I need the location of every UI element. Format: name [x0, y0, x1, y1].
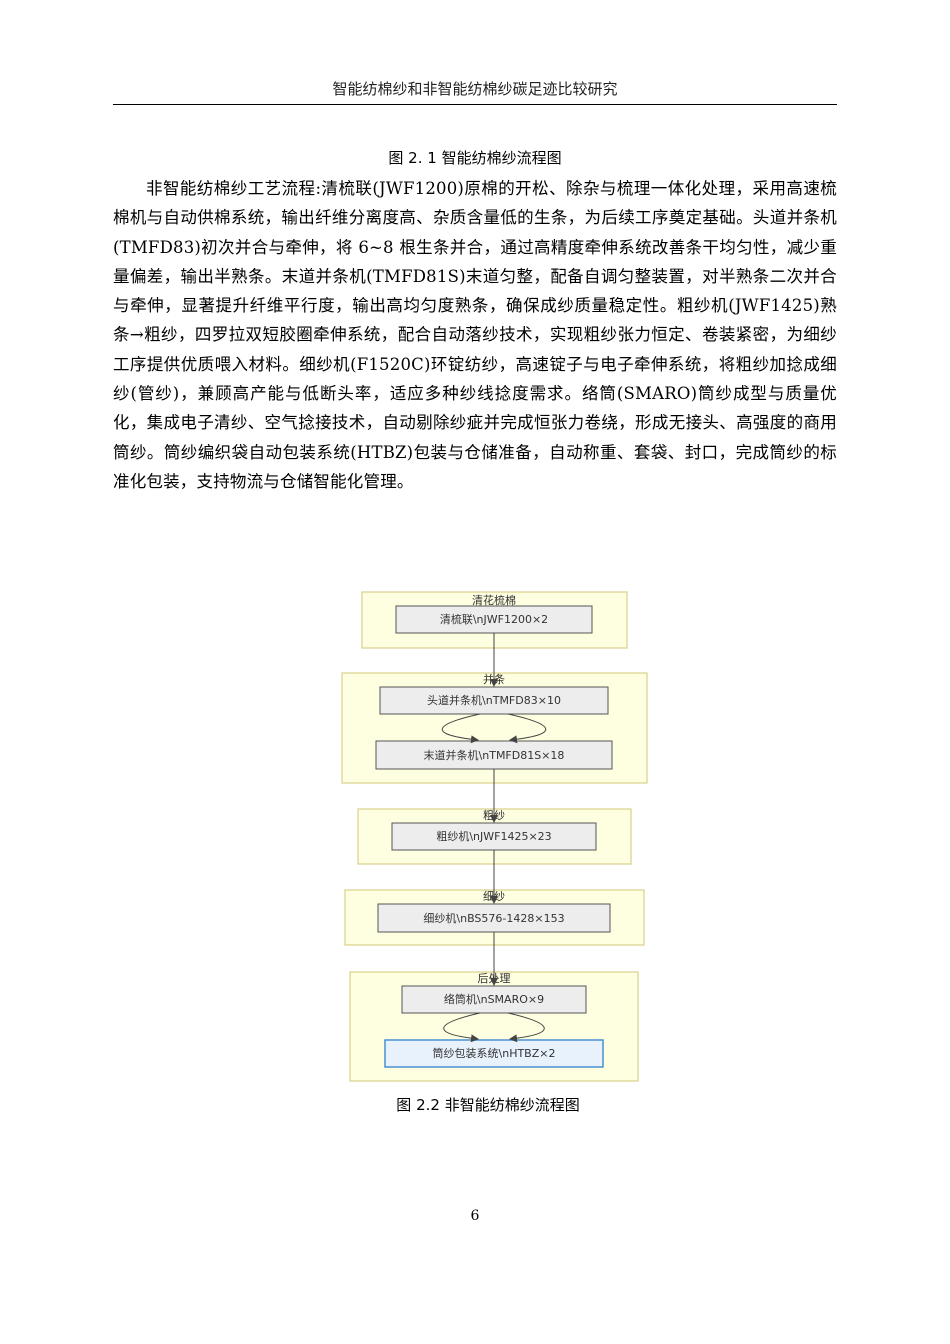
connector-arrow	[507, 713, 547, 744]
flow-node	[391, 822, 597, 851]
figure-2-1-caption: 图 2. 1 智能纺棉纱流程图	[388, 149, 562, 167]
flow-node-label: 络筒机\nSMARO×9	[444, 992, 544, 1006]
connector-arrow	[507, 1012, 545, 1043]
flow-node	[401, 985, 587, 1014]
flow-node-label: 末道并条机\nTMFD81S×18	[424, 748, 565, 762]
flow-node-label: 粗纱机\nJWF1425×23	[436, 829, 551, 843]
connector-arrow	[443, 1012, 481, 1043]
flow-node-label: 头道并条机\nTMFD83×10	[427, 693, 561, 707]
page-number: 6	[470, 1208, 480, 1224]
flow-node-label: 筒纱包装系统\nHTBZ×2	[433, 1046, 556, 1060]
connector-arrow	[441, 713, 481, 744]
header-rule	[113, 104, 837, 105]
flow-node-label: 细纱机\nBS576-1428×153	[423, 911, 564, 925]
figure-2-2-caption: 图 2.2 非智能纺棉纱流程图	[396, 1096, 580, 1114]
body-paragraph: 非智能纺棉纱工艺流程:清梳联(JWF1200)原棉的开松、除杂与梳理一体化处理，…	[113, 179, 837, 491]
flow-node	[377, 903, 611, 933]
running-header: 智能纺棉纱和非智能纺棉纱碳足迹比较研究	[332, 80, 618, 98]
flow-node-label: 清梳联\nJWF1200×2	[440, 612, 548, 626]
flow-node-highlighted	[384, 1039, 604, 1068]
flow-node	[379, 686, 609, 715]
group-title: 清花梳棉	[472, 593, 516, 607]
